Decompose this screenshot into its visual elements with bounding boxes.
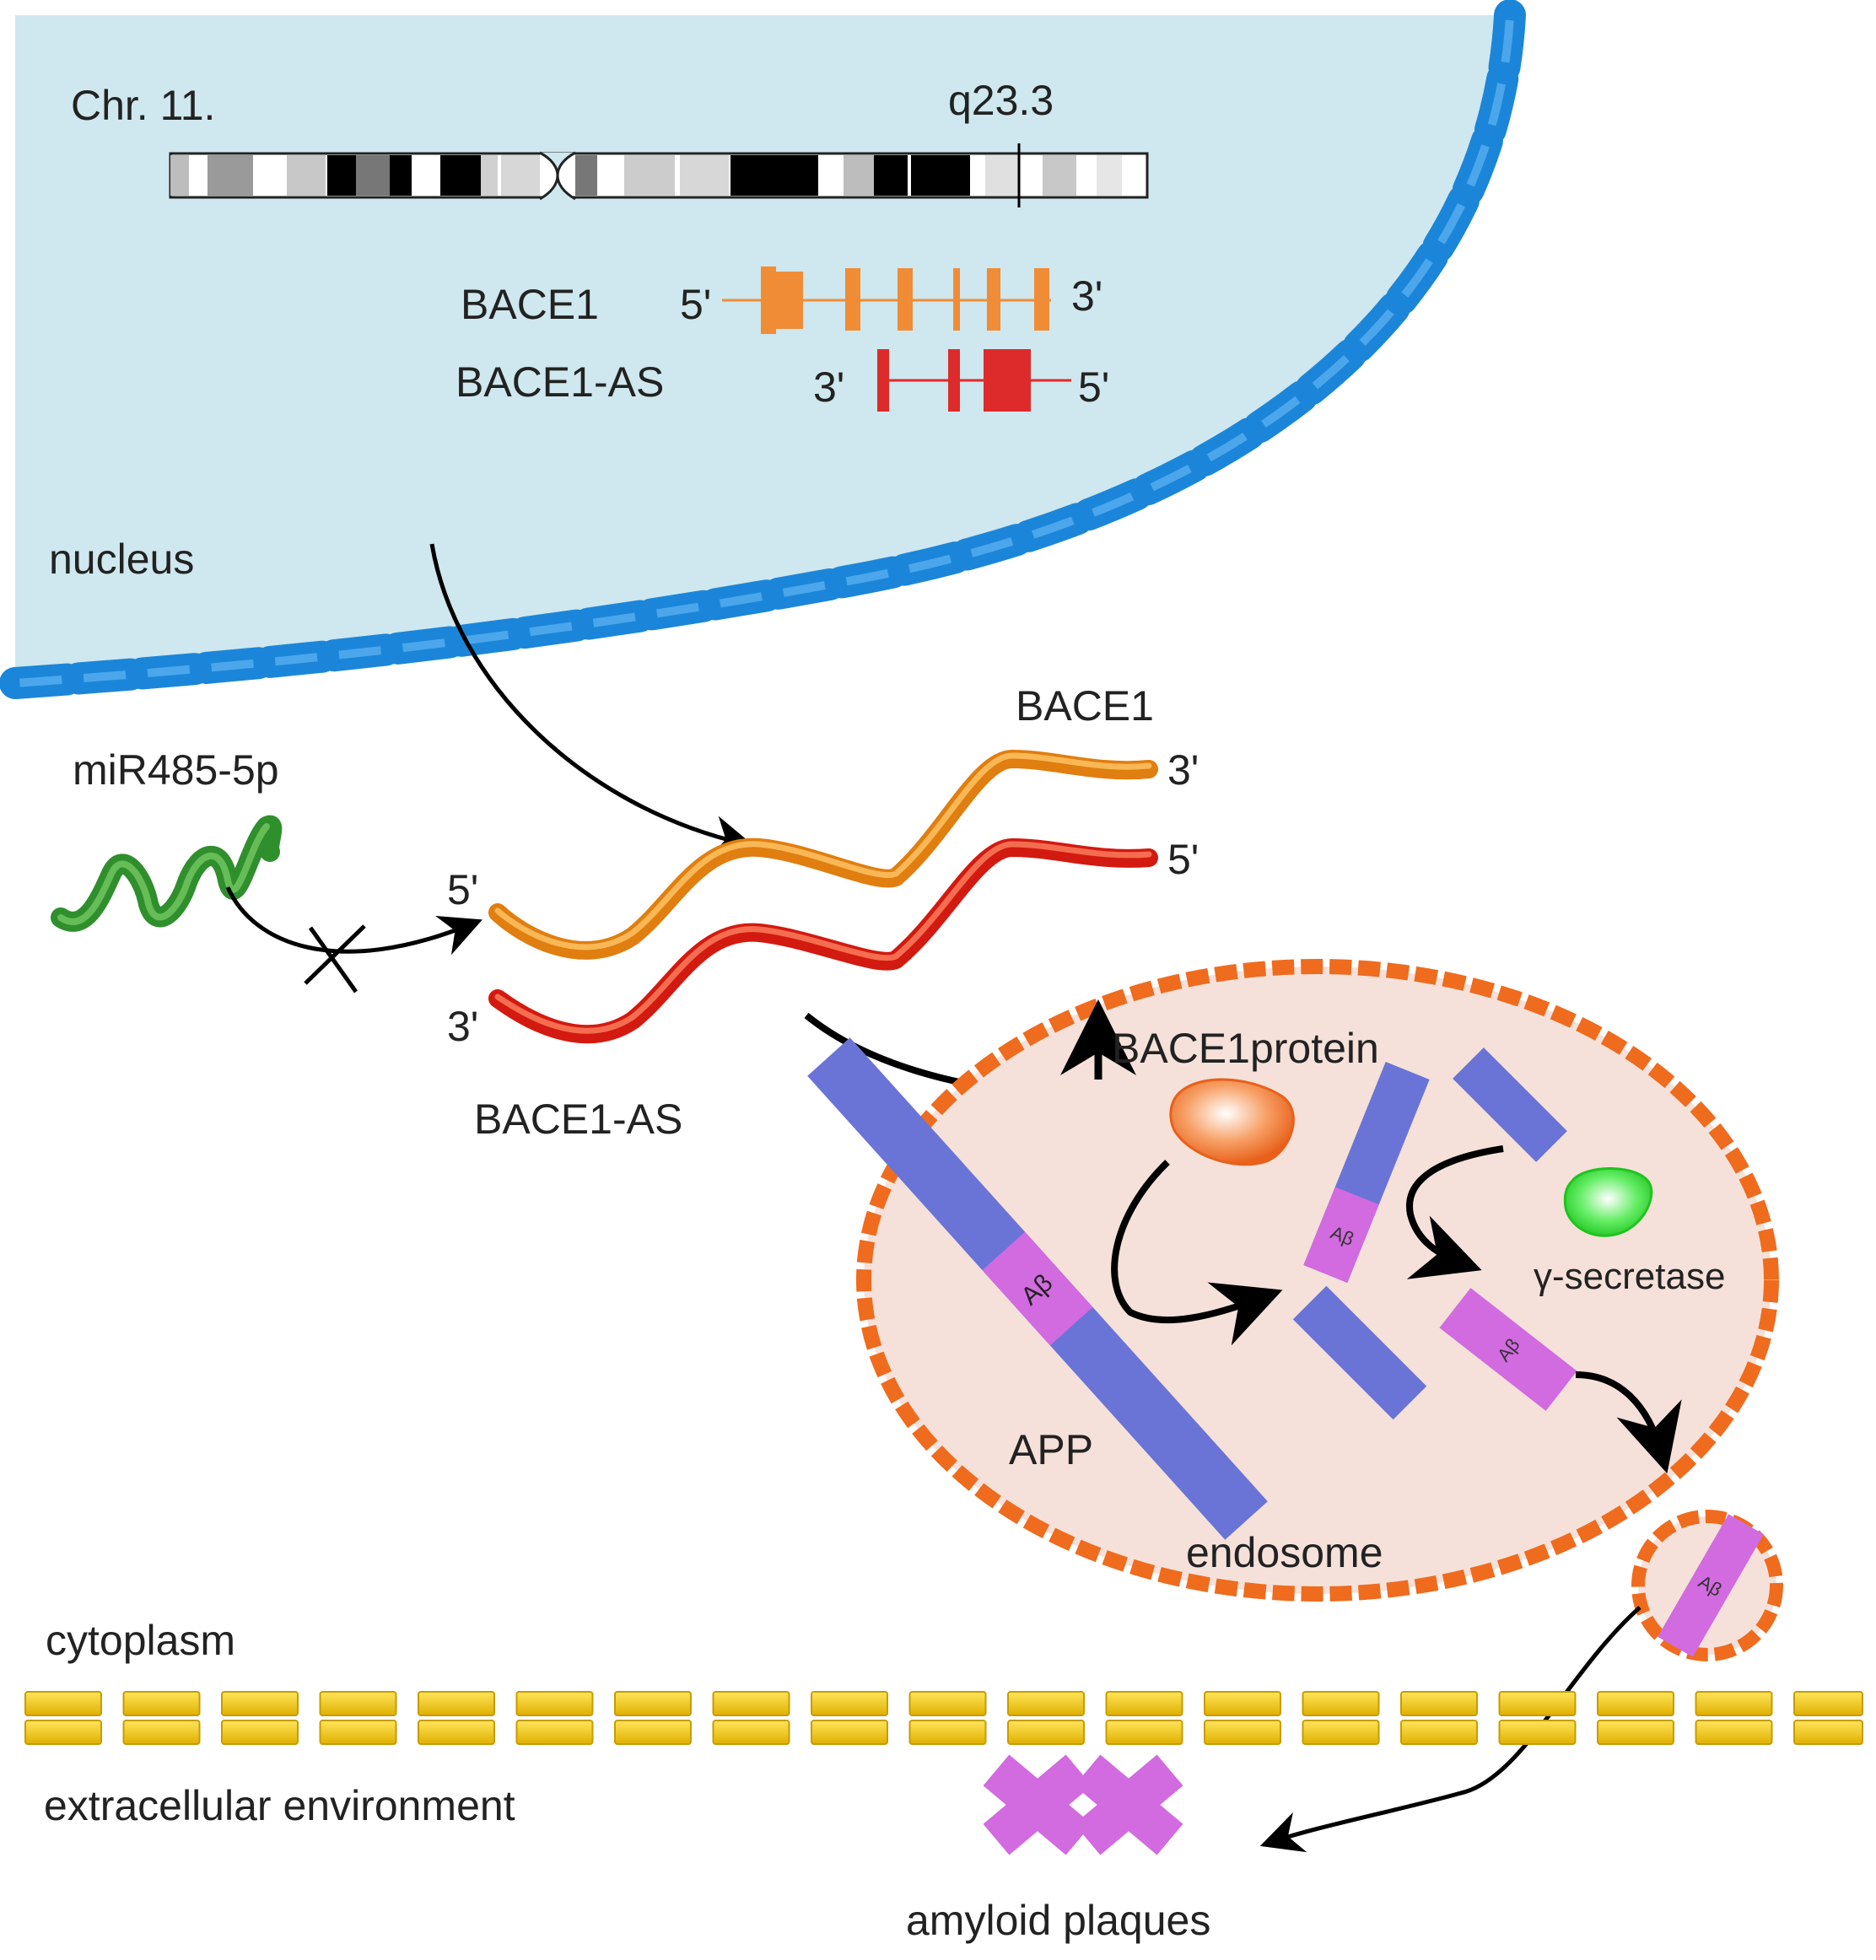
amyloid-plaque-2 <box>1074 1754 1183 1855</box>
membrane-lipid <box>1204 1720 1281 1745</box>
cytoplasm-label: cytoplasm <box>46 1617 235 1664</box>
membrane-lipid <box>24 1720 102 1745</box>
mirna-label: miR485-5p <box>73 746 279 794</box>
bace1-gene-3prime: 3' <box>1071 272 1102 320</box>
endosome-label: endosome <box>1186 1529 1383 1576</box>
block-x-2 <box>304 924 366 985</box>
bace1as-gene-5prime: 5' <box>1078 363 1109 411</box>
app-protein: Aβ <box>807 1037 1268 1540</box>
beta-cleavage-arrow <box>1111 1160 1283 1346</box>
bace1-mrna-highlight <box>494 752 1152 950</box>
nucleus-label: nucleus <box>49 536 194 583</box>
membrane-lipid <box>1498 1691 1577 1716</box>
membrane-lipid <box>811 1720 888 1745</box>
membrane-lipid <box>1105 1720 1183 1745</box>
amyloid-plaques-label: amyloid plaques <box>906 1897 1210 1944</box>
membrane-lipid <box>418 1720 495 1745</box>
mirna-strand-highlight <box>57 823 270 925</box>
membrane-lipid <box>1793 1691 1863 1716</box>
export-arrow <box>429 543 755 858</box>
membrane-lipid <box>1400 1720 1478 1745</box>
bace1as-gene-model <box>877 349 1071 412</box>
gamma-secretase-label: γ-secretase <box>1534 1256 1725 1297</box>
membrane-lipid <box>515 1720 594 1745</box>
membrane-lipid <box>221 1691 299 1716</box>
vesicle-abeta: Aβ <box>1658 1514 1764 1657</box>
aicd-fragment <box>1453 1047 1567 1162</box>
secretion-arrow-1 <box>1575 1371 1682 1474</box>
abeta-fragment: Aβ <box>1439 1288 1577 1411</box>
membrane-lipid <box>1498 1720 1577 1745</box>
membrane-lipid <box>319 1720 397 1745</box>
extracellular-label: extracellular environment <box>44 1782 515 1829</box>
membrane-lipid <box>1597 1691 1674 1716</box>
membrane-lipid <box>221 1720 299 1745</box>
c99-fragment: Aβ <box>1303 1061 1430 1284</box>
membrane-lipid <box>24 1691 102 1716</box>
bace1as-rna-highlight <box>494 841 1152 1034</box>
membrane-lipid <box>1597 1720 1674 1745</box>
bace1-mrna-3prime: 3' <box>1167 746 1199 794</box>
membrane-lipid <box>418 1691 495 1716</box>
amyloid-plaque-1 <box>983 1754 1092 1855</box>
chromosome-ideogram <box>169 143 1149 207</box>
bace1as-rna-5prime: 5' <box>1167 836 1199 883</box>
bace1-mrna-5prime: 5' <box>447 866 478 913</box>
membrane-lipid <box>712 1691 790 1716</box>
membrane-lipid <box>1007 1691 1085 1716</box>
membrane-lipid <box>1695 1720 1773 1745</box>
gamma-cleavage-arrow <box>1406 1145 1504 1279</box>
bace1-protein <box>1169 1078 1295 1166</box>
membrane-lipid <box>811 1691 888 1716</box>
membrane-lipid <box>908 1691 987 1716</box>
membrane-lipid <box>1105 1691 1183 1716</box>
app-label: APP <box>1009 1426 1093 1473</box>
rna-bace1-label: BACE1 <box>1016 682 1154 730</box>
membrane-lipid <box>122 1720 201 1745</box>
membrane-lipid <box>712 1720 790 1745</box>
membrane-lipid <box>515 1691 594 1716</box>
bace1as-gene-label: BACE1-AS <box>456 358 664 406</box>
membrane-lipid <box>1400 1691 1478 1716</box>
membrane-lipid <box>1302 1720 1380 1745</box>
locus-label: q23.3 <box>948 77 1054 124</box>
plasma-membrane <box>24 1691 1863 1745</box>
membrane-lipid <box>1204 1691 1281 1716</box>
membrane-lipid <box>1695 1691 1773 1716</box>
secretion-arrow-2 <box>1259 1606 1642 1853</box>
sappb-fragment <box>1292 1285 1427 1420</box>
membrane-lipid <box>1302 1691 1380 1716</box>
bace1-gene-model <box>722 267 1051 334</box>
bace1-gene-label: BACE1 <box>461 281 599 328</box>
blocked-binding-arrow <box>225 886 482 956</box>
bace1as-rna-3prime: 3' <box>447 1003 478 1050</box>
gamma-secretase <box>1563 1167 1653 1237</box>
bace1-gene-5prime: 5' <box>680 281 711 328</box>
block-x-1 <box>308 926 358 993</box>
membrane-lipid <box>614 1720 692 1745</box>
membrane-lipid <box>1793 1720 1863 1745</box>
nuclear-envelope-highlight <box>14 14 1514 687</box>
rna-bace1as-label: BACE1-AS <box>474 1096 682 1143</box>
membrane-lipid <box>122 1691 201 1716</box>
membrane-lipid <box>1007 1720 1085 1745</box>
membrane-lipid <box>319 1691 397 1716</box>
membrane-lipid <box>908 1720 987 1745</box>
bace1-protein-label: BACE1protein <box>1112 1025 1379 1072</box>
membrane-lipid <box>614 1691 692 1716</box>
chromosome-label: Chr. 11. <box>71 82 215 129</box>
bace1as-gene-3prime: 3' <box>813 363 844 411</box>
